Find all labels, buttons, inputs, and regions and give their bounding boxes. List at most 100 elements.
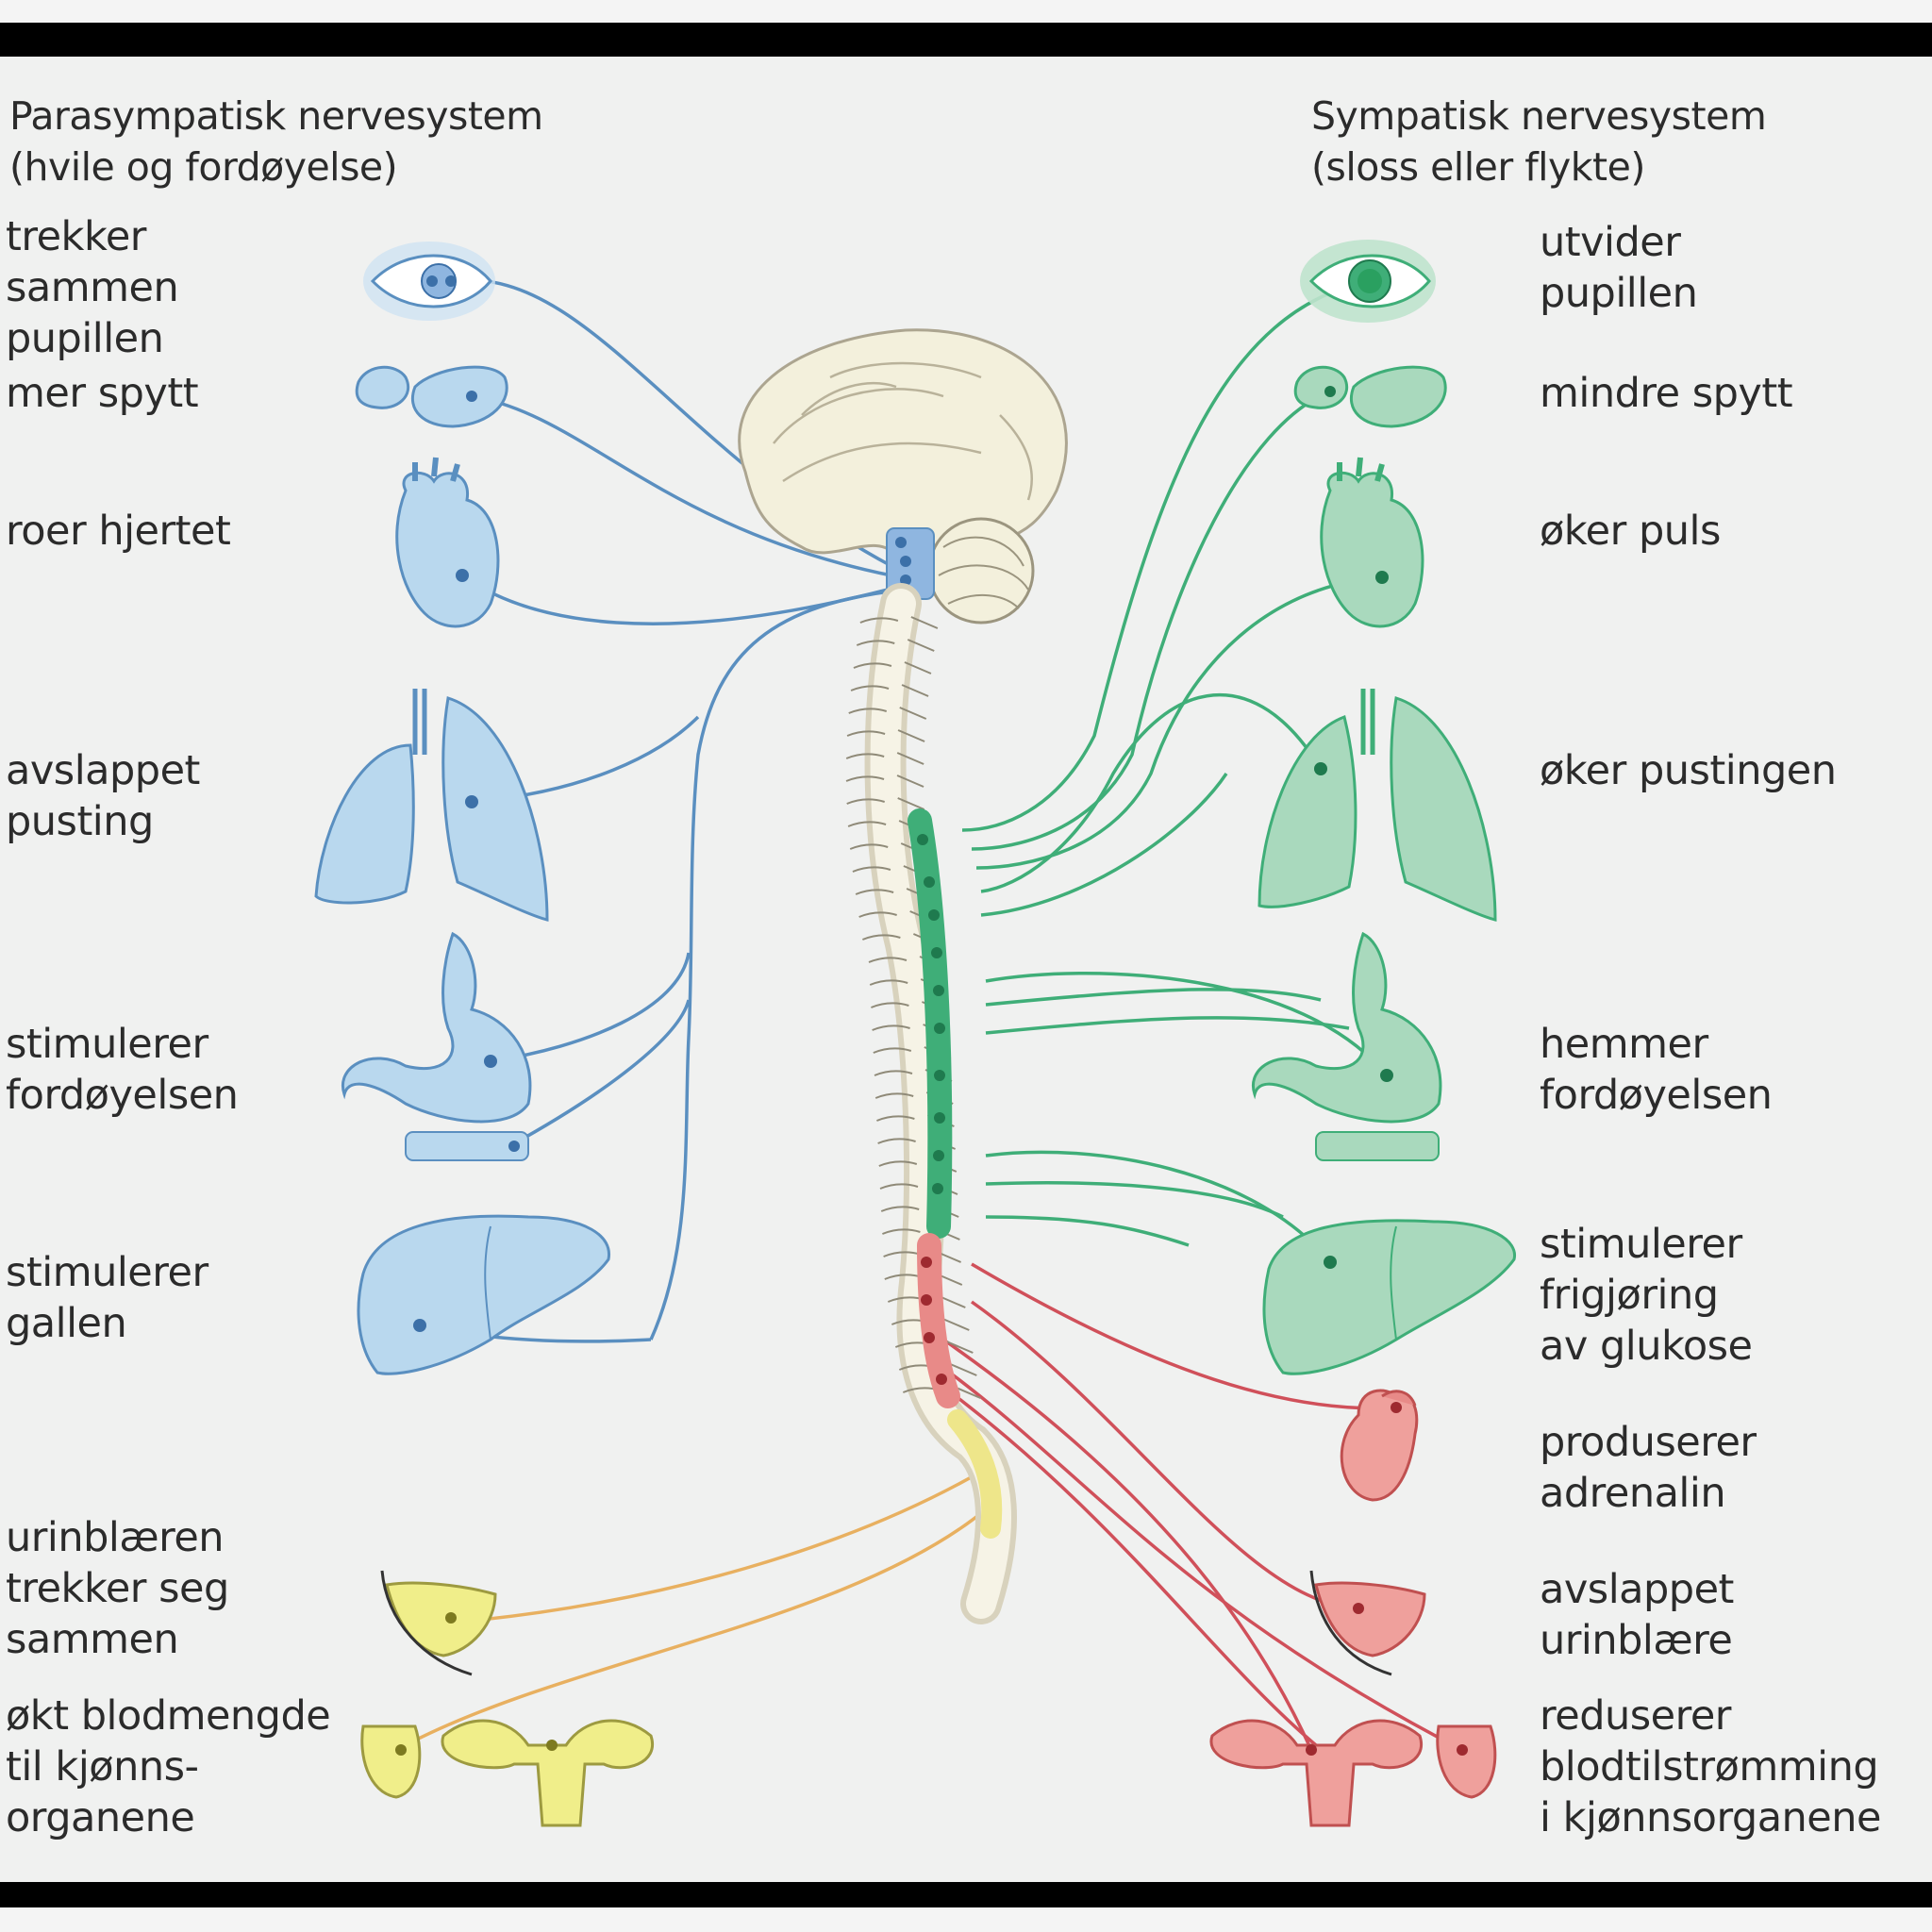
vertebra-process xyxy=(910,616,939,629)
vertebra xyxy=(859,617,899,624)
right-label-pupil: utvider pupillen xyxy=(1540,219,1698,317)
lungs-left-icon xyxy=(314,689,549,922)
genitals-left-icon xyxy=(360,1719,655,1827)
nerve-chain-4 xyxy=(985,1181,1284,1219)
vertebra-process xyxy=(897,729,925,742)
vertebra xyxy=(855,889,894,895)
liver-left-icon xyxy=(357,1214,611,1375)
ganglion-dot xyxy=(933,1150,944,1161)
vertebra-process xyxy=(941,1318,970,1331)
vertebra xyxy=(874,1070,913,1076)
vertebra xyxy=(848,708,888,714)
vertebra-process xyxy=(896,752,924,765)
nerve-intestine-left xyxy=(508,999,691,1148)
eye-left-icon xyxy=(363,242,495,321)
vertebra xyxy=(856,640,895,646)
vertebra xyxy=(849,843,889,850)
nerve-chain-5 xyxy=(985,1215,1190,1247)
nerve-genital-left xyxy=(405,1507,988,1747)
vertebra-process xyxy=(945,1341,974,1354)
stomach-right-icon xyxy=(1251,931,1442,1161)
spinal-cord xyxy=(845,583,1017,1624)
vertebra xyxy=(850,685,890,691)
nerve-chain-3 xyxy=(985,1016,1350,1035)
vertebra-process xyxy=(949,1363,977,1376)
lungs-right-icon xyxy=(1257,689,1497,922)
right-label-glucose: stimulerer frigjøring av glukose xyxy=(1540,1221,1753,1370)
nerve-eye-right xyxy=(961,279,1369,832)
bladder-left-icon xyxy=(380,1570,497,1676)
salivary-gland-left-icon xyxy=(355,365,508,428)
left-label-bile: stimulerer gallen xyxy=(6,1249,208,1347)
vertebra-process xyxy=(938,1295,966,1308)
vertebra-process xyxy=(953,1386,981,1399)
ganglion-dot xyxy=(931,947,942,958)
ganglion-dot xyxy=(921,1257,932,1268)
left-organs xyxy=(314,242,655,1827)
ganglion-dot xyxy=(924,1332,935,1343)
right-label-genitals: reduserer blodtilstrømming i kjønnsorgan… xyxy=(1540,1692,1881,1841)
vertebra xyxy=(879,1183,919,1190)
nerve-genital-right-1 xyxy=(941,1338,1313,1751)
ganglion-dot xyxy=(917,834,928,845)
ganglion-dot xyxy=(928,909,940,921)
nerve-salivary-right xyxy=(971,390,1331,851)
nerve-heart-right xyxy=(975,575,1383,870)
vertebra xyxy=(846,730,886,737)
vertebra xyxy=(871,1002,909,1008)
left-label-pupil: trekker sammen pupillen xyxy=(6,213,179,362)
vertebra xyxy=(876,1115,915,1122)
ganglion-dot xyxy=(934,1023,945,1034)
ganglion-dot xyxy=(921,1294,932,1306)
sympathetic-header: Sympatisk nervesystem (sloss eller flykt… xyxy=(1311,93,1767,190)
nerve-salivary-left xyxy=(471,394,892,577)
nerve-stomach-right xyxy=(985,972,1389,1077)
vertebra xyxy=(858,911,897,918)
left-label-bladder: urinblæren trekker seg sammen xyxy=(6,1514,229,1663)
eye-right-icon xyxy=(1300,240,1436,323)
nerve-lumbar-extra xyxy=(941,1385,1341,1766)
nerve-liver-right xyxy=(985,1150,1332,1264)
right-label-saliva: mindre spytt xyxy=(1540,370,1793,417)
nerve-bladder-right xyxy=(970,1300,1359,1610)
vertebra xyxy=(862,934,901,941)
vertebra xyxy=(845,753,885,759)
ganglion-dot xyxy=(933,985,944,996)
left-label-saliva: mer spytt xyxy=(6,370,199,417)
nerve-chain-1 xyxy=(980,773,1228,917)
parasympathetic-header: Parasympatisk nervesystem (hvile og ford… xyxy=(9,93,543,190)
vertebra-process xyxy=(896,774,924,788)
vertebra-process xyxy=(901,684,929,697)
nerve-chain-2 xyxy=(985,988,1322,1007)
sacral-nerves xyxy=(405,1470,988,1747)
vertebra xyxy=(853,662,892,669)
right-label-pulse: øker puls xyxy=(1540,508,1721,555)
ganglion-dot xyxy=(924,876,935,888)
left-label-heart: roer hjertet xyxy=(6,508,231,555)
vertebra xyxy=(877,1138,916,1144)
nerve-stomach-left xyxy=(490,952,691,1063)
salivary-gland-right-icon xyxy=(1293,365,1447,428)
vertebra xyxy=(872,1024,910,1031)
vertebra-process xyxy=(899,707,927,720)
sympathetic-lumbar-nerves xyxy=(941,1262,1463,1766)
vertebra xyxy=(874,1092,914,1099)
sympathetic-nerves xyxy=(961,279,1389,1264)
right-label-adrenaline: produserer adrenalin xyxy=(1540,1419,1757,1517)
nerve-heart-left xyxy=(460,574,907,625)
ganglion-dot xyxy=(934,1070,945,1081)
left-label-breathing: avslappet pusting xyxy=(6,747,200,845)
left-label-digestion: stimulerer fordøyelsen xyxy=(6,1021,239,1119)
stomach-left-icon xyxy=(341,931,532,1161)
ganglion-dot xyxy=(936,1374,947,1385)
vertebra xyxy=(873,1047,912,1054)
vertebra xyxy=(878,1160,918,1167)
vertebra xyxy=(845,775,885,782)
genitals-right-icon xyxy=(1209,1719,1497,1827)
ganglion-dot xyxy=(934,1112,945,1124)
heart-right-icon xyxy=(1320,457,1424,628)
vertebra xyxy=(868,957,908,963)
right-organs xyxy=(1209,240,1516,1827)
kidney-right-icon xyxy=(1340,1389,1419,1502)
right-label-breathing: øker pustingen xyxy=(1540,747,1837,794)
